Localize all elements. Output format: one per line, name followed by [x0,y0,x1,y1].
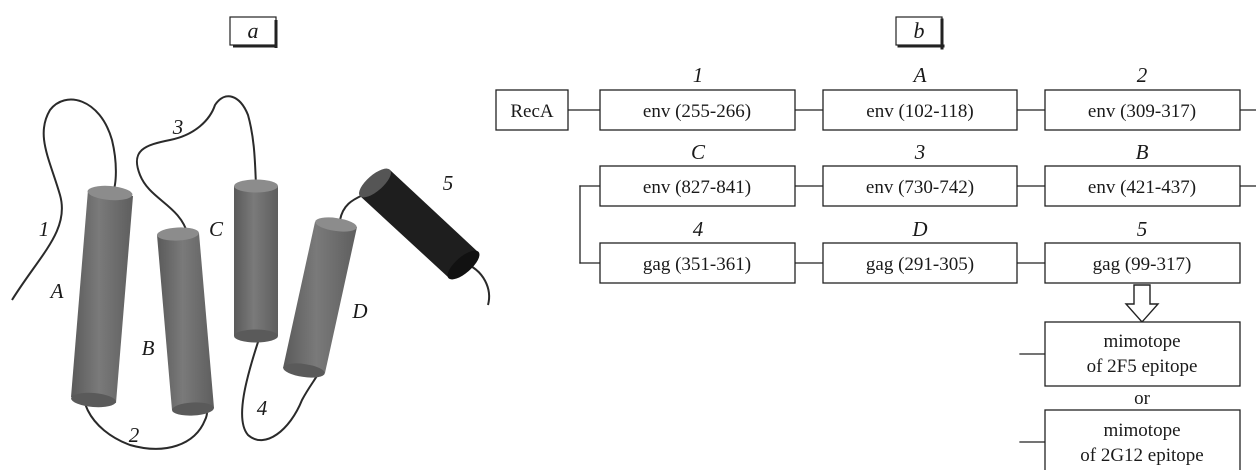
helix-label-c: C [209,217,224,241]
helix-c [234,180,278,343]
mimotope-2f5-line2: of 2F5 epitope [1087,356,1198,377]
row1-box-3: env (309-317) [1088,101,1196,122]
helix-b [157,226,215,416]
row2-box-3: env (421-437) [1088,177,1196,198]
row-1: 1 env (255-266) A env (102-118) 2 env (3… [600,63,1240,130]
helix-5 [355,164,484,284]
row2-label-3: B [1136,140,1149,164]
panel-a: a [12,17,489,449]
row2-label-1: C [691,140,706,164]
helix-label-b: B [142,336,155,360]
panel-b: b RecA 1 env (255-266) [496,17,1256,470]
down-arrow-icon [1126,285,1158,322]
row-3: 4 gag (351-361) D gag (291-305) 5 gag (9… [600,217,1240,283]
row3-box-1: gag (351-361) [643,254,751,275]
loop-label-2: 2 [129,423,140,447]
row-2: C env (827-841) 3 env (730-742) B env (4… [600,140,1240,206]
row3-box-3: gag (99-317) [1093,254,1192,275]
row2-box-1: env (827-841) [643,177,751,198]
row1-label-2: A [912,63,927,87]
loop-5a [340,195,363,220]
helix-label-d: D [351,299,367,323]
panel-a-label: a [248,18,259,43]
panel-b-label: b [914,18,925,43]
row1-box-2: env (102-118) [866,101,973,122]
loop-label-4: 4 [257,396,268,420]
row2-label-2: 3 [914,140,926,164]
row1-label-3: 2 [1137,63,1148,87]
helix-label-5: 5 [443,171,454,195]
panel-b-label-box: b [896,17,943,48]
mimotope-2f5-line1: mimotope [1103,331,1180,352]
helix-label-a: A [49,279,64,303]
row3-label-3: 5 [1137,217,1148,241]
mimotope-2f5-box: mimotope of 2F5 epitope [1045,322,1240,386]
or-text: or [1134,388,1151,409]
helix-d [282,215,357,380]
panel-a-label-box: a [230,17,277,48]
mimotope-2g12-line1: mimotope [1103,420,1180,441]
row1-box-1: env (255-266) [643,101,751,122]
row3-box-2: gag (291-305) [866,254,974,275]
row3-label-1: 4 [693,217,704,241]
mimotope-2g12-box: mimotope of 2G12 epitope [1045,410,1240,470]
row1-label-1: 1 [693,63,704,87]
reca-text: RecA [510,101,554,122]
reca-box: RecA [496,90,568,130]
row3-label-2: D [911,217,927,241]
mimotope-2g12-line2: of 2G12 epitope [1080,445,1203,466]
loop-label-1: 1 [39,217,50,241]
helix-a [71,184,133,408]
loop-label-3: 3 [172,115,184,139]
row2-box-2: env (730-742) [866,177,974,198]
